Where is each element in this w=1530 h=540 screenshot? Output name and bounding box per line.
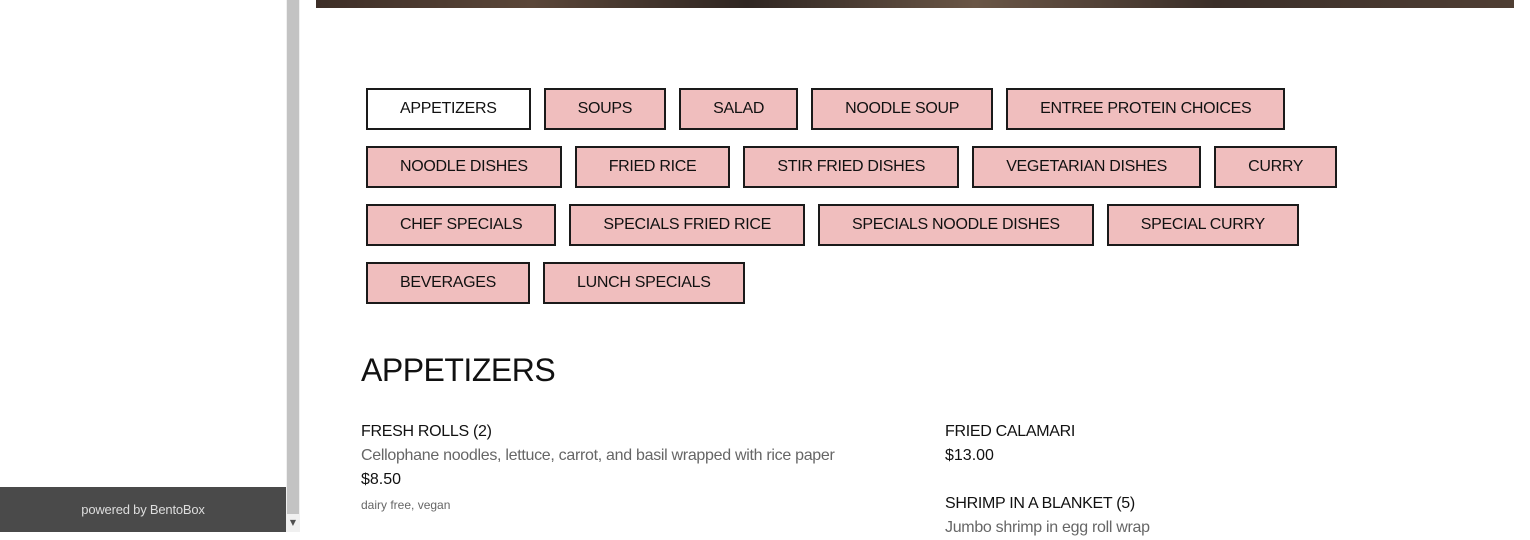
scrollbar[interactable]: ▼: [286, 0, 300, 532]
category-chef-specials-button[interactable]: CHEF SPECIALS: [366, 204, 557, 246]
powered-by-footer[interactable]: powered by BentoBox: [0, 487, 286, 532]
menu-item-shrimp-in-a-blanket: SHRIMP IN A BLANKET (5) Jumbo shrimp in …: [945, 492, 1485, 540]
category-row: BEVERAGES LUNCH SPECIALS: [366, 262, 1306, 304]
item-dietary-tags: dairy free, vegan: [361, 498, 451, 512]
category-lunch-specials-button[interactable]: LUNCH SPECIALS: [543, 262, 745, 304]
item-name: FRESH ROLLS (2): [361, 423, 492, 440]
category-row: CHEF SPECIALS SPECIALS FRIED RICE SPECIA…: [366, 204, 1306, 246]
category-beverages-button[interactable]: BEVERAGES: [366, 262, 531, 304]
category-special-curry-button[interactable]: SPECIAL CURRY: [1106, 204, 1299, 246]
category-stir-fried-dishes-button[interactable]: STIR FRIED DISHES: [743, 146, 960, 188]
item-name: FRIED CALAMARI: [945, 423, 1076, 440]
item-price: $8.50: [361, 471, 402, 488]
category-entree-protein-choices-button[interactable]: ENTREE PROTEIN CHOICES: [1006, 88, 1286, 130]
item-name: SHRIMP IN A BLANKET (5): [945, 495, 1135, 512]
category-appetizers-button[interactable]: APPETIZERS: [366, 88, 531, 130]
category-soups-button[interactable]: SOUPS: [543, 88, 667, 130]
menu-item-fried-calamari: FRIED CALAMARI $13.00: [945, 420, 1485, 468]
item-price: $13.00: [945, 447, 994, 464]
item-description: Cellophane noodles, lettuce, carrot, and…: [361, 447, 835, 464]
scrollbar-thumb[interactable]: [287, 0, 299, 514]
category-noodle-dishes-button[interactable]: NOODLE DISHES: [366, 146, 562, 188]
category-noodle-soup-button[interactable]: NOODLE SOUP: [811, 88, 994, 130]
menu-item-fresh-rolls: FRESH ROLLS (2) Cellophane noodles, lett…: [361, 420, 921, 518]
category-specials-noodle-dishes-button[interactable]: SPECIALS NOODLE DISHES: [818, 204, 1094, 246]
item-description: Jumbo shrimp in egg roll wrap: [945, 519, 1150, 536]
left-panel: powered by BentoBox: [0, 0, 286, 532]
hero-image: [316, 0, 1514, 8]
category-fried-rice-button[interactable]: FRIED RICE: [574, 146, 731, 188]
category-nav: APPETIZERS SOUPS SALAD NOODLE SOUP ENTRE…: [366, 88, 1338, 320]
category-row: APPETIZERS SOUPS SALAD NOODLE SOUP ENTRE…: [366, 88, 1306, 130]
section-title: APPETIZERS: [361, 352, 556, 388]
scroll-down-arrow-icon[interactable]: ▼: [289, 518, 297, 527]
category-specials-fried-rice-button[interactable]: SPECIALS FRIED RICE: [569, 204, 806, 246]
category-curry-button[interactable]: CURRY: [1214, 146, 1338, 188]
category-vegetarian-dishes-button[interactable]: VEGETARIAN DISHES: [972, 146, 1202, 188]
category-salad-button[interactable]: SALAD: [679, 88, 799, 130]
category-row: NOODLE DISHES FRIED RICE STIR FRIED DISH…: [366, 146, 1338, 188]
